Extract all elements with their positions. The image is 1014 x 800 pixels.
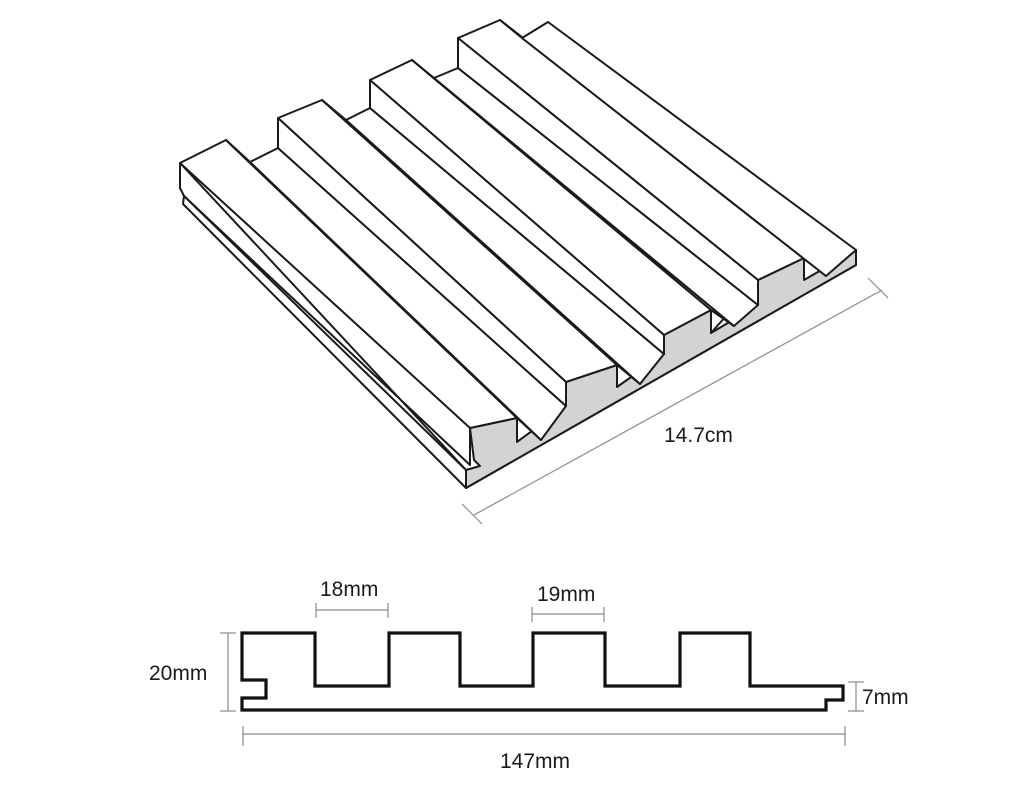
- length-tick-left: [461, 503, 483, 525]
- length-tick-right: [867, 277, 889, 299]
- board-bottom-edge: [182, 195, 467, 489]
- dim-7mm-label: 7mm: [862, 686, 909, 709]
- dim-147mm-label: 147mm: [500, 750, 570, 773]
- right-flat: [521, 21, 857, 277]
- isometric-panel-view: 14.7cm: [179, 19, 889, 525]
- dim-19mm-label: 19mm: [537, 583, 595, 606]
- length-dimension-line: [473, 289, 883, 516]
- profile-outline: [240, 631, 845, 712]
- rib-3-front: [369, 79, 665, 355]
- length-label: 14.7cm: [664, 424, 733, 447]
- rib-2-front: [277, 117, 567, 407]
- dim-18mm-label: 18mm: [320, 578, 378, 601]
- rib-4-front: [457, 37, 759, 306]
- cross-section-profile: 18mm 19mm 20mm 7mm 147mm: [149, 578, 909, 773]
- dim-20mm-label: 20mm: [149, 662, 207, 685]
